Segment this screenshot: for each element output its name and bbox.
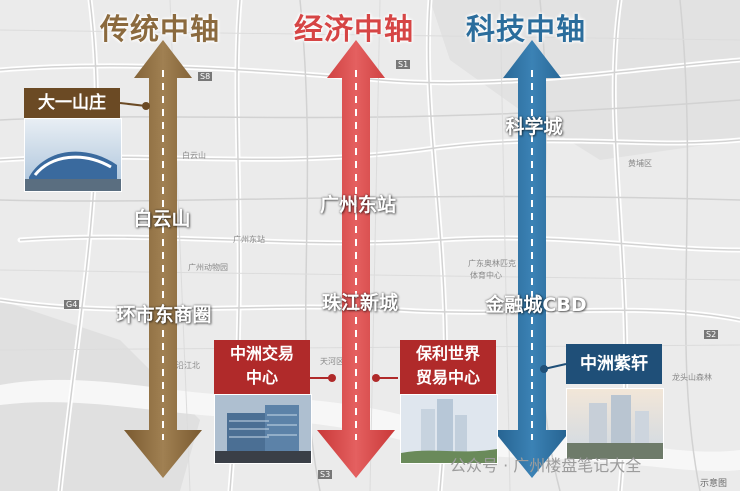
map-label: 白云山 — [182, 151, 206, 160]
map-label: 广东奥林匹克 — [468, 259, 516, 268]
dayi-connector — [119, 102, 147, 107]
traditional-axis-arrow — [124, 40, 202, 478]
axis-title-tech: 科技中轴 — [466, 12, 587, 46]
callout-zhongzhou-exchange: 中洲交易 中心 — [214, 340, 310, 394]
callout-poly-world-trade: 保利世界 贸易中心 — [400, 340, 496, 394]
label-science-city: 科学城 — [505, 116, 563, 138]
label-baiyunshan: 白云山 — [133, 208, 191, 230]
photo-zhongzhou-ziyuan — [566, 388, 664, 460]
axis-title-traditional: 传统中轴 — [100, 12, 221, 46]
callout-dayi: 大一山庄 — [24, 88, 120, 118]
road-marker: S2 — [704, 330, 719, 339]
label-guangzhou-east: 广州东站 — [319, 194, 397, 216]
photo-zhongzhou-exchange — [214, 394, 312, 464]
callout-zhongzhou-ziyuan: 中洲紫轩 — [566, 344, 662, 384]
map-label: 天河区 — [320, 357, 344, 366]
label-zhujiang-newtown: 珠江新城 — [321, 292, 399, 314]
map-label: 广州动物园 — [188, 263, 228, 272]
axis-title-economic: 经济中轴 — [294, 12, 415, 46]
photo-dayi — [24, 118, 122, 192]
exchange-connector-dot — [328, 374, 336, 382]
poly-connector-dot — [372, 374, 380, 382]
label-finance-city: 金融城CBD — [485, 294, 587, 316]
dayi-connector-dot — [142, 102, 150, 110]
road-marker: S1 — [396, 60, 411, 69]
schematic-note: 示意图 — [700, 479, 728, 489]
callout-line: 贸易中心 — [415, 368, 480, 387]
road-marker: S8 — [198, 72, 213, 81]
map-label: 广州东站 — [233, 235, 265, 244]
map-label: 体育中心 — [470, 271, 502, 280]
callout-line: 中心 — [245, 368, 278, 387]
ziyuan-connector-dot — [540, 365, 548, 373]
photo-poly-world-trade — [400, 394, 498, 464]
callout-line: 中洲交易 — [229, 344, 294, 363]
callout-line: 保利世界 — [415, 344, 480, 363]
watermark-text: 公众号 · 广州楼盘笔记大全 — [450, 456, 642, 475]
economic-axis-arrow — [317, 40, 395, 478]
tech-axis-arrow — [493, 40, 571, 478]
map-label: 黄埔区 — [628, 159, 652, 168]
label-huanshidong: 环市东商圈 — [116, 304, 212, 326]
road-marker: S3 — [318, 470, 333, 479]
map-label: 龙头山森林 — [672, 373, 712, 382]
road-marker: G4 — [64, 300, 80, 309]
map-label: 沿江北 — [176, 361, 200, 370]
